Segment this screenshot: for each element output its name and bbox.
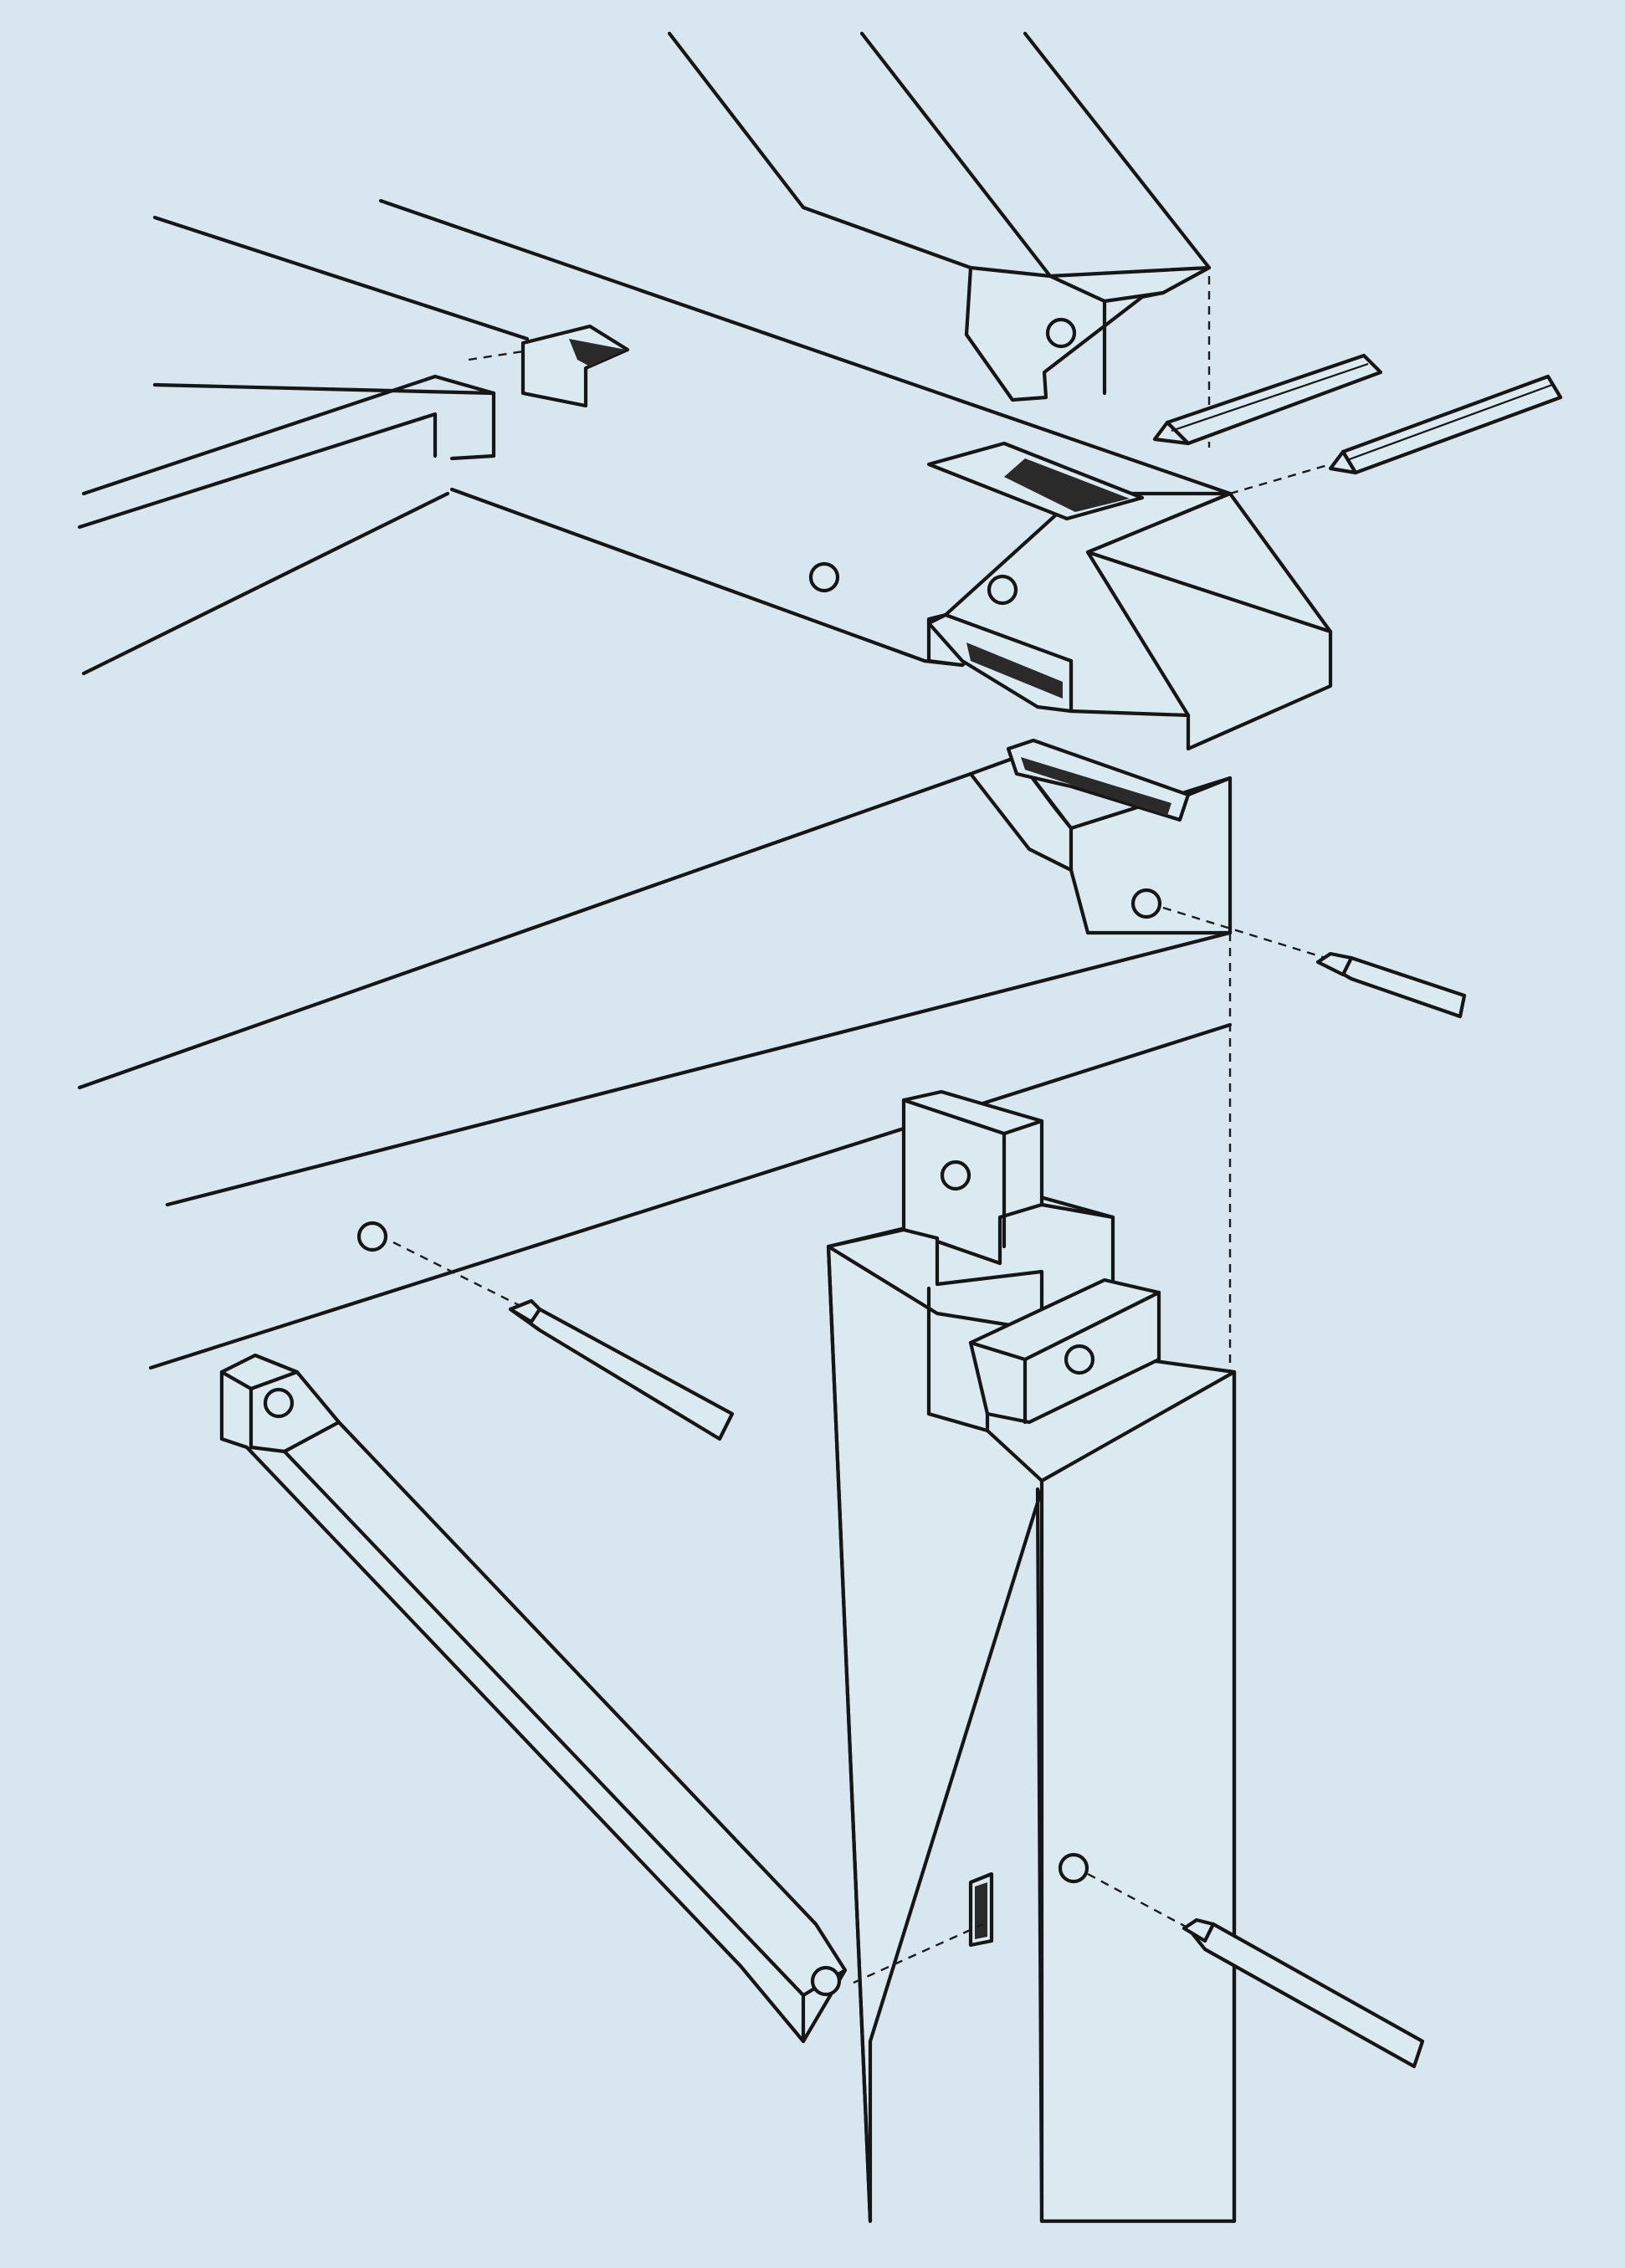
beam-peg-hole-2 xyxy=(356,1221,388,1252)
post-peg-hole-2 xyxy=(1064,1344,1095,1375)
brace-top-peg-hole xyxy=(263,1387,295,1419)
brace-bottom-peg-hole xyxy=(810,1965,842,1997)
peg-4 xyxy=(508,1298,735,1441)
peg-2 xyxy=(1229,374,1563,495)
beam-peg-hole-1 xyxy=(1130,888,1162,919)
post-mortise-hatching xyxy=(975,1882,987,1939)
plate-peg-hole-1 xyxy=(808,561,840,593)
notch-hatching xyxy=(569,339,626,366)
peg-1 xyxy=(1152,353,1383,446)
post-peg-hole-3 xyxy=(1058,1852,1089,1884)
dovetail-hatching xyxy=(1021,757,1171,816)
top-mortise-hatching xyxy=(1004,458,1130,512)
brace-peg-hole xyxy=(1045,317,1077,349)
peg-5 xyxy=(1182,1917,1425,2069)
tie-beam xyxy=(77,738,1340,1372)
plate-peg-hole-2 xyxy=(987,574,1018,606)
knee-brace xyxy=(219,1353,984,2044)
lower-slot-hatching xyxy=(966,643,1063,699)
peg-3 xyxy=(1315,951,1467,1019)
post xyxy=(826,1089,1237,2224)
upper-brace xyxy=(667,31,1212,448)
post-peg-hole-1 xyxy=(940,1160,971,1191)
top-plate xyxy=(77,198,1333,751)
